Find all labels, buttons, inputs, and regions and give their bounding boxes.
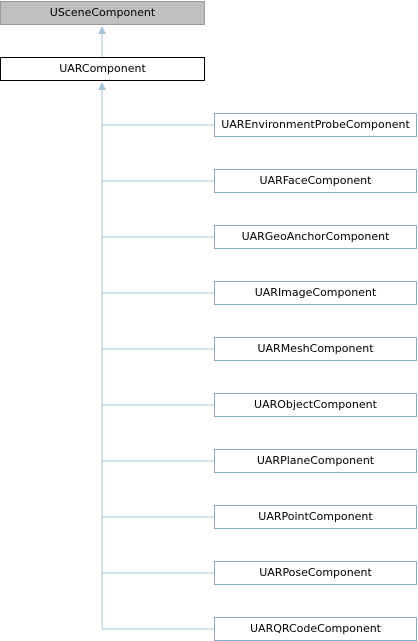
inherit-arrow-parent	[98, 82, 106, 90]
child-class-node[interactable]: UARFaceComponent	[214, 169, 417, 193]
child-class-node[interactable]: UAREnvironmentProbeComponent	[214, 113, 417, 137]
child-class-node[interactable]: UARGeoAnchorComponent	[214, 225, 417, 249]
child-class-node[interactable]: UARPlaneComponent	[214, 449, 417, 473]
child-class-node[interactable]: UARPoseComponent	[214, 561, 417, 585]
child-class-node[interactable]: UARImageComponent	[214, 281, 417, 305]
child-class-node[interactable]: UARObjectComponent	[214, 393, 417, 417]
base-class-node[interactable]: USceneComponent	[0, 1, 205, 25]
child-class-node[interactable]: UARMeshComponent	[214, 337, 417, 361]
inherit-arrow-base	[98, 26, 106, 34]
child-class-node[interactable]: UARQRCodeComponent	[214, 617, 417, 641]
child-class-node[interactable]: UARPointComponent	[214, 505, 417, 529]
parent-class-node[interactable]: UARComponent	[0, 57, 205, 81]
